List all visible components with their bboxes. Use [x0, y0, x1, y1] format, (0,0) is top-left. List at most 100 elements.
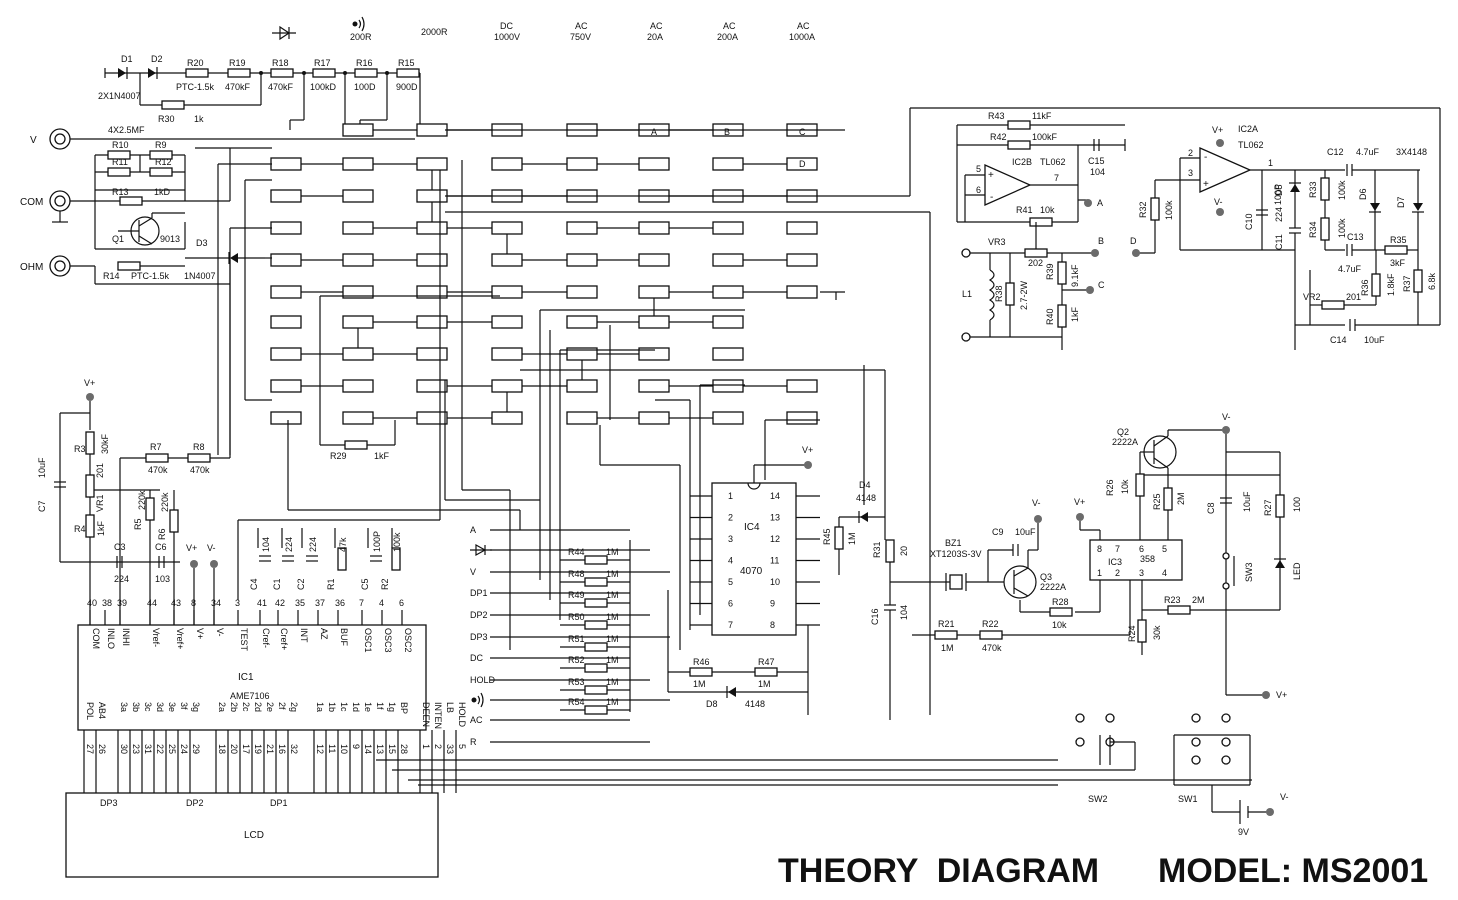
- value-c10: 100P: [1273, 184, 1283, 205]
- label-q2: Q2: [1117, 427, 1129, 437]
- logic-res-ref-3: R50: [568, 612, 585, 622]
- ic1-pin-num-14: 4: [379, 598, 384, 608]
- switch-sw3[interactable]: [1222, 552, 1235, 590]
- logic-label-6: DC: [470, 653, 483, 663]
- ic1-pin-name-13: OSC1: [363, 628, 373, 653]
- diode-d4: [858, 511, 868, 523]
- diode-d5: [1289, 182, 1301, 192]
- resistor-r41: [1029, 217, 1053, 227]
- ic1-part-value-4: 100P: [372, 531, 382, 552]
- ic1-bot-num-2: 30: [119, 744, 129, 754]
- diagram-title: THEORY DIAGRAM: [778, 852, 1099, 890]
- ic1-bot-name-6: 3e: [167, 702, 177, 712]
- opamp-ic2a: - +: [1199, 147, 1252, 193]
- diode-d2: [148, 67, 158, 79]
- label-d3: D3: [196, 238, 208, 248]
- label-ohm-jack: OHM: [20, 262, 43, 273]
- value-r4: 1kF: [96, 520, 106, 536]
- ic3-pin-5: 2: [1115, 568, 1120, 578]
- svg-text:-: -: [1204, 152, 1207, 163]
- value-r41: 10k: [1040, 205, 1055, 215]
- ic4-right-num-4: 10: [770, 577, 780, 587]
- value-c16: 104: [899, 605, 909, 620]
- lcd-dp1: DP1: [270, 798, 288, 808]
- value-r15: 900D: [396, 82, 418, 92]
- terminal-a-ac: [1084, 199, 1092, 207]
- ic1-bot-name-22: 1g: [387, 702, 397, 712]
- logic-label-5: DP3: [470, 632, 488, 642]
- switch-sw1[interactable]: [1173, 713, 1251, 786]
- label-r47: R47: [758, 657, 775, 667]
- label-r30: R30: [158, 114, 175, 124]
- ic1-resistor-5: [391, 547, 401, 571]
- logic-res-val-3: 1M: [606, 612, 619, 622]
- v-jack[interactable]: [49, 128, 71, 150]
- label-r14: R14: [103, 271, 120, 281]
- value-r42: 100kF: [1032, 132, 1058, 142]
- ic1-bot-num-11: 17: [241, 744, 251, 754]
- ic4-body: [711, 482, 797, 636]
- com-jack[interactable]: [49, 190, 71, 212]
- switch-contact-r9c0: [270, 411, 302, 425]
- ic4-left-num-5: 6: [728, 599, 733, 609]
- ic1-bot-name-26: LB: [445, 702, 455, 713]
- capacitor-c15: [1093, 139, 1100, 151]
- ohm-jack[interactable]: [49, 255, 71, 277]
- ic1-bot-num-13: 21: [265, 744, 275, 754]
- logic-res-ref-4: R51: [568, 634, 585, 644]
- value-r18: 470kF: [268, 82, 294, 92]
- lcd-body: [65, 792, 439, 878]
- value-r20: PTC-1.5k: [176, 82, 215, 92]
- value-c7: 10uF: [37, 457, 47, 478]
- resistor-r17: [312, 68, 336, 78]
- ic1-bot-num-17: 11: [327, 744, 337, 753]
- ic1-bot-num-16: 12: [315, 744, 325, 754]
- resistor-logic-2: [584, 598, 608, 608]
- resistor-r39: [1057, 261, 1067, 285]
- ic1-bot-num-22: 15: [387, 744, 397, 754]
- label-c13: C13: [1347, 232, 1364, 242]
- ic1-bot-num-12: 19: [253, 744, 263, 754]
- switch-sw2[interactable]: [1075, 713, 1136, 770]
- capacitor-c12: [1346, 164, 1353, 176]
- ic1-pin-num-4: 43: [171, 598, 181, 608]
- label-r28: R28: [1052, 597, 1069, 607]
- label-c12: C12: [1327, 147, 1344, 157]
- ic1-bot-num-20: 14: [363, 744, 373, 754]
- label-r31: R31: [872, 541, 882, 558]
- ic1-part-ref-2: C2: [296, 578, 306, 590]
- label-r5: R5: [133, 518, 143, 530]
- potentiometer-vr2: [1321, 300, 1345, 310]
- logic-label-3: DP1: [470, 588, 488, 598]
- ic1-bot-num-18: 10: [339, 744, 349, 754]
- ic1-bot-name-8: 3g: [191, 702, 201, 712]
- label-r16: R16: [356, 58, 373, 68]
- value-q2: 2222A: [1112, 437, 1138, 447]
- value-r36: 1.8kF: [1386, 273, 1396, 296]
- ic1-pin-name-6: V-: [215, 628, 225, 637]
- label-r26: R26: [1105, 479, 1115, 496]
- label-c7: C7: [37, 500, 47, 512]
- ic4-right-num-0: 14: [770, 491, 780, 501]
- ic1-bot-name-16: 1a: [315, 702, 325, 712]
- range-2000r: 2000R: [421, 27, 448, 37]
- resistor-r5: [145, 497, 155, 521]
- label-r40: R40: [1045, 308, 1055, 325]
- ic1-bot-num-25: 2: [433, 744, 443, 749]
- label-r36: R36: [1360, 279, 1370, 296]
- label-q3: Q3: [1040, 572, 1052, 582]
- label-c9: C9: [992, 527, 1004, 537]
- label-r22: R22: [982, 619, 999, 629]
- lcd-display: LCD DP3 DP2 DP1: [65, 759, 1252, 878]
- resistor-r42: [1007, 140, 1031, 150]
- value-q1: 9013: [160, 234, 180, 244]
- label-battery: 9V: [1238, 827, 1249, 837]
- ic4-right-num-6: 8: [770, 620, 775, 630]
- ic1-bot-name-11: 2c: [241, 702, 251, 712]
- ic1-pin-name-2: INHI: [121, 628, 131, 646]
- label-l1: L1: [962, 289, 972, 299]
- label-vplus-ic3: V+: [1074, 497, 1085, 507]
- capacitor-c7: [54, 481, 66, 488]
- value-c15: 104: [1090, 167, 1105, 177]
